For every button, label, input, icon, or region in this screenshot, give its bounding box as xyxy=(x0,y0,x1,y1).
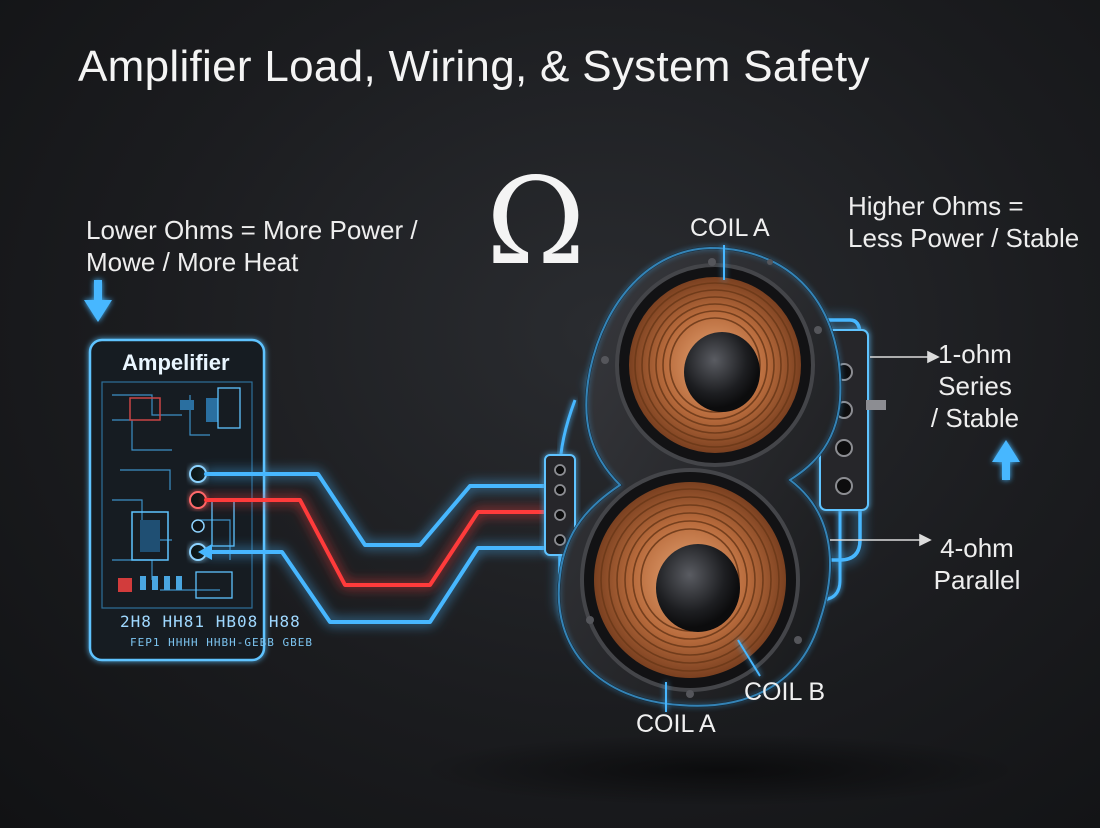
higher-ohms-note: Higher Ohms = Less Power / Stable xyxy=(848,190,1079,254)
omega-icon: Ω xyxy=(486,153,586,292)
higher-ohms-line-1: Higher Ohms = xyxy=(848,191,1024,221)
wire-arrow-bottom xyxy=(198,544,212,560)
wire-blue-bottom xyxy=(204,546,550,624)
coil-a-bottom-label: COIL A xyxy=(636,710,716,738)
series-config-label: 1-ohm Series / Stable xyxy=(920,338,1030,434)
parallel-config-label: 4-ohm Parallel xyxy=(922,532,1032,596)
coil-b-label: COIL B xyxy=(744,678,826,706)
config-arrows xyxy=(830,350,940,547)
parallel-line-1: 4-ohm xyxy=(940,533,1014,563)
arrow-down-icon xyxy=(84,280,112,322)
lower-ohms-line-1: Lower Ohms = More Power / xyxy=(86,215,418,245)
coil-a-top xyxy=(615,263,815,467)
floor-shadow xyxy=(420,734,1020,806)
series-line-1: 1-ohm xyxy=(938,339,1012,369)
lower-ohms-note: Lower Ohms = More Power / Mowe / More He… xyxy=(86,214,418,278)
series-line-2: Series xyxy=(938,371,1012,401)
wire-red xyxy=(204,498,550,587)
coil-b-bottom xyxy=(580,468,800,692)
higher-ohms-line-2: Less Power / Stable xyxy=(848,223,1080,253)
amplifier-label: Ampelifier xyxy=(122,350,230,375)
coil-a-top-label: COIL A xyxy=(690,214,770,242)
arrow-up-icon xyxy=(992,440,1020,480)
series-line-3: / Stable xyxy=(930,403,1020,433)
amplifier-board-text: 2H8 HH81 HB08 H88 xyxy=(120,612,301,631)
wire-blue-top xyxy=(204,472,550,547)
page-title: Amplifier Load, Wiring, & System Safety xyxy=(78,42,870,91)
amplifier-board-text-small: FEP1 HHHH HHBH-GEBB GBEB xyxy=(130,636,313,649)
callout-lines xyxy=(665,245,761,712)
lower-ohms-line-2: Mowe / More Heat xyxy=(86,247,299,277)
parallel-line-2: Parallel xyxy=(933,565,1021,595)
dual-coil-speaker xyxy=(544,246,886,708)
